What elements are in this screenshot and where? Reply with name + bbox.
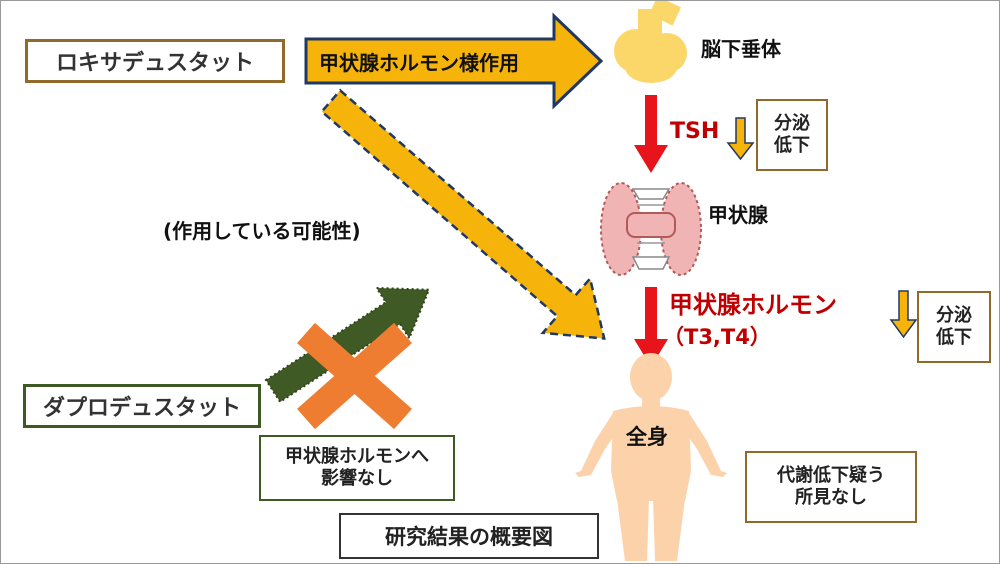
note-secretion-down-1: 分泌 低下 — [756, 99, 828, 171]
note-no-metabolic-decline: 代謝低下疑う 所見なし — [745, 451, 917, 523]
pituitary-gland-icon — [614, 1, 687, 83]
arrow-tsh — [634, 95, 668, 173]
label-whole-body: 全身 — [626, 425, 668, 449]
arrow-loxi-to-pituitary — [304, 12, 604, 110]
drug-name-dapro: ダプロデュスタット — [42, 396, 241, 421]
label-thyroid-hormone: 甲状腺ホルモン — [669, 291, 837, 319]
down-arrow-icon — [889, 290, 918, 339]
note-no-thyroid-effect: 甲状腺ホルモンへ 影響なし — [259, 435, 455, 501]
note-secretion-down-2: 分泌 低下 — [917, 291, 991, 363]
label-thyroid: 甲状腺 — [708, 203, 768, 227]
arrow-loxi-to-body — [320, 88, 606, 340]
label-thyroid-hormone-sub: （T3,T4） — [663, 325, 771, 349]
thyroid-gland-icon — [600, 182, 702, 276]
blocked-x-icon — [297, 322, 412, 430]
human-body-icon — [575, 353, 727, 561]
down-arrow-icon — [726, 117, 755, 161]
drug-box-loxi: ロキサデュスタット — [25, 39, 285, 83]
label-pituitary: 脳下垂体 — [701, 37, 781, 61]
diagram-caption: 研究結果の概要図 — [339, 513, 599, 559]
arrow-label-hormone-like: 甲状腺ホルモン様作用 — [319, 51, 519, 75]
arrow-dapro-blocked — [264, 286, 431, 404]
label-tsh: TSH — [670, 119, 720, 144]
arrow-label-possible-action: (作用している可能性) — [163, 219, 361, 243]
drug-name-loxi: ロキサデュスタット — [55, 51, 254, 76]
drug-box-dapro: ダプロデュスタット — [23, 384, 261, 428]
